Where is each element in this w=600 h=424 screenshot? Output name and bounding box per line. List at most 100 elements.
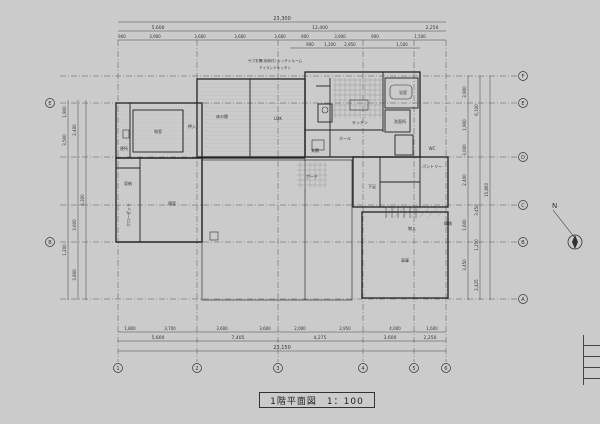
svg-text:5: 5	[412, 366, 415, 372]
dim-top-row1: 5,600 12,400 2,250	[152, 25, 439, 31]
svg-text:3: 3	[276, 366, 279, 372]
room-hall: ホール	[339, 136, 351, 141]
north-arrow-icon: N	[552, 202, 583, 250]
dim-bottom-row2: 5,600 7,405 4,275 3,600 2,250	[152, 335, 437, 341]
svg-text:3,600: 3,600	[216, 326, 228, 331]
svg-text:15,800: 15,800	[484, 183, 489, 197]
left-grid-labels: E B	[48, 101, 52, 246]
title-block-edge	[583, 335, 600, 385]
top-dimensions	[118, 21, 446, 49]
room-wc: WC	[429, 146, 436, 151]
row-grid-bubbles	[518, 71, 528, 304]
room-bedroom: 寝室	[168, 200, 176, 206]
svg-text:アイランドキッチン: アイランドキッチン	[259, 65, 292, 70]
svg-text:サブ玄関(収納付) キッチンルーム: サブ玄関(収納付) キッチンルーム	[248, 58, 303, 63]
svg-text:3,900: 3,900	[462, 86, 467, 98]
left-dimensions	[67, 100, 87, 300]
svg-text:1: 1	[116, 366, 119, 372]
room-bath: 浴室	[399, 89, 407, 95]
svg-text:2,950: 2,950	[339, 326, 351, 331]
svg-text:2,400: 2,400	[462, 174, 467, 186]
svg-text:3,600: 3,600	[274, 34, 286, 39]
svg-text:3,000: 3,000	[462, 144, 467, 156]
bottom-dimensions	[118, 331, 446, 352]
svg-text:D: D	[521, 155, 525, 161]
right-dimensions	[467, 76, 491, 300]
svg-text:2,250: 2,250	[426, 25, 439, 31]
svg-text:6,300: 6,300	[80, 194, 85, 206]
room-labels: 和室 押入 便所 収納 クローゼット 寝室 床の間 LDK 玄関 ポーチ ホール…	[120, 89, 452, 263]
svg-text:3,450: 3,450	[474, 204, 479, 216]
room-garage: 車庫	[401, 257, 409, 263]
svg-text:900: 900	[306, 42, 314, 47]
svg-text:6,100: 6,100	[474, 104, 479, 116]
room-porch: ポーチ	[306, 173, 318, 179]
svg-text:3,900: 3,900	[149, 34, 161, 39]
dim-right: 3,900 6,100 1,900 3,000 2,400 3,450 15,8…	[462, 86, 489, 291]
svg-text:3,600: 3,600	[194, 34, 206, 39]
svg-text:3,500: 3,500	[62, 134, 67, 146]
svg-text:900: 900	[301, 34, 309, 39]
svg-text:1,900: 1,900	[462, 119, 467, 131]
drawing-title: 1階平面図 1：100	[259, 392, 375, 408]
svg-text:2,000: 2,000	[294, 326, 306, 331]
svg-text:2,400: 2,400	[72, 124, 77, 136]
svg-text:F: F	[522, 74, 525, 80]
svg-text:2,250: 2,250	[424, 335, 437, 341]
svg-text:900: 900	[371, 34, 379, 39]
svg-text:12,400: 12,400	[312, 25, 328, 31]
svg-text:E: E	[521, 101, 524, 107]
svg-text:5,600: 5,600	[152, 25, 165, 31]
dim-bottom-total: 23,150	[273, 345, 291, 351]
plan-notes: サブ玄関(収納付) キッチンルーム アイランドキッチン	[248, 58, 303, 70]
room-oshiire: 押入	[188, 123, 196, 129]
svg-text:6: 6	[444, 366, 447, 372]
svg-text:B: B	[48, 240, 52, 246]
partitions	[116, 72, 421, 242]
room-washitsu: 和室	[154, 128, 162, 134]
svg-text:1,500: 1,500	[396, 42, 408, 47]
svg-text:1,900: 1,900	[62, 106, 67, 118]
room-utility: 洗面所	[394, 118, 406, 124]
dim-top-row3: 900 1,200 2,950 1,500	[306, 42, 408, 47]
svg-text:1,250: 1,250	[474, 239, 479, 251]
left-grid-bubbles	[45, 98, 55, 247]
room-entrance: 玄関	[311, 147, 319, 153]
col-grid-bubbles	[113, 363, 451, 373]
svg-text:3,900: 3,900	[334, 34, 346, 39]
svg-text:2,950: 2,950	[344, 42, 356, 47]
svg-text:4: 4	[361, 366, 364, 372]
svg-text:3,450: 3,450	[462, 259, 467, 271]
room-kitchen: キッチン	[352, 120, 368, 125]
svg-text:5,600: 5,600	[152, 335, 165, 341]
svg-text:B: B	[521, 240, 525, 246]
row-grid-labels: F E D C B A	[521, 74, 525, 303]
room-toilet: 便所	[120, 145, 128, 151]
svg-text:E: E	[48, 101, 51, 107]
svg-text:3,600: 3,600	[234, 34, 246, 39]
svg-text:7,405: 7,405	[232, 335, 245, 341]
svg-text:4,000: 4,000	[389, 326, 401, 331]
svg-text:1,800: 1,800	[124, 326, 136, 331]
dim-top-row2: 900 3,900 3,600 3,600 3,600 900 3,900 90…	[118, 34, 426, 39]
room-storage: 収納	[124, 180, 132, 186]
svg-text:A: A	[521, 297, 525, 303]
room-shoe: 下足	[368, 184, 376, 189]
room-closet: クローゼット	[125, 203, 131, 227]
dim-top-total: 23,300	[273, 16, 291, 22]
svg-text:3,600: 3,600	[72, 219, 77, 231]
svg-text:2,425: 2,425	[474, 279, 479, 291]
svg-text:3,800: 3,800	[72, 269, 77, 281]
svg-text:3,600: 3,600	[259, 326, 271, 331]
svg-text:1,200: 1,200	[324, 42, 336, 47]
room-closet2: 物入	[408, 225, 416, 231]
dim-left: 1,900 3,500 2,400 6,300 3,600 1,200 3,80…	[62, 106, 85, 281]
compass-label: N	[552, 202, 557, 210]
svg-text:900: 900	[118, 34, 126, 39]
room-pantry: パントリー	[422, 164, 442, 169]
svg-text:C: C	[521, 203, 525, 209]
dim-bottom-row1: 1,800 3,700 3,600 3,600 2,000 2,950 4,00…	[124, 326, 438, 331]
svg-text:1,500: 1,500	[414, 34, 426, 39]
